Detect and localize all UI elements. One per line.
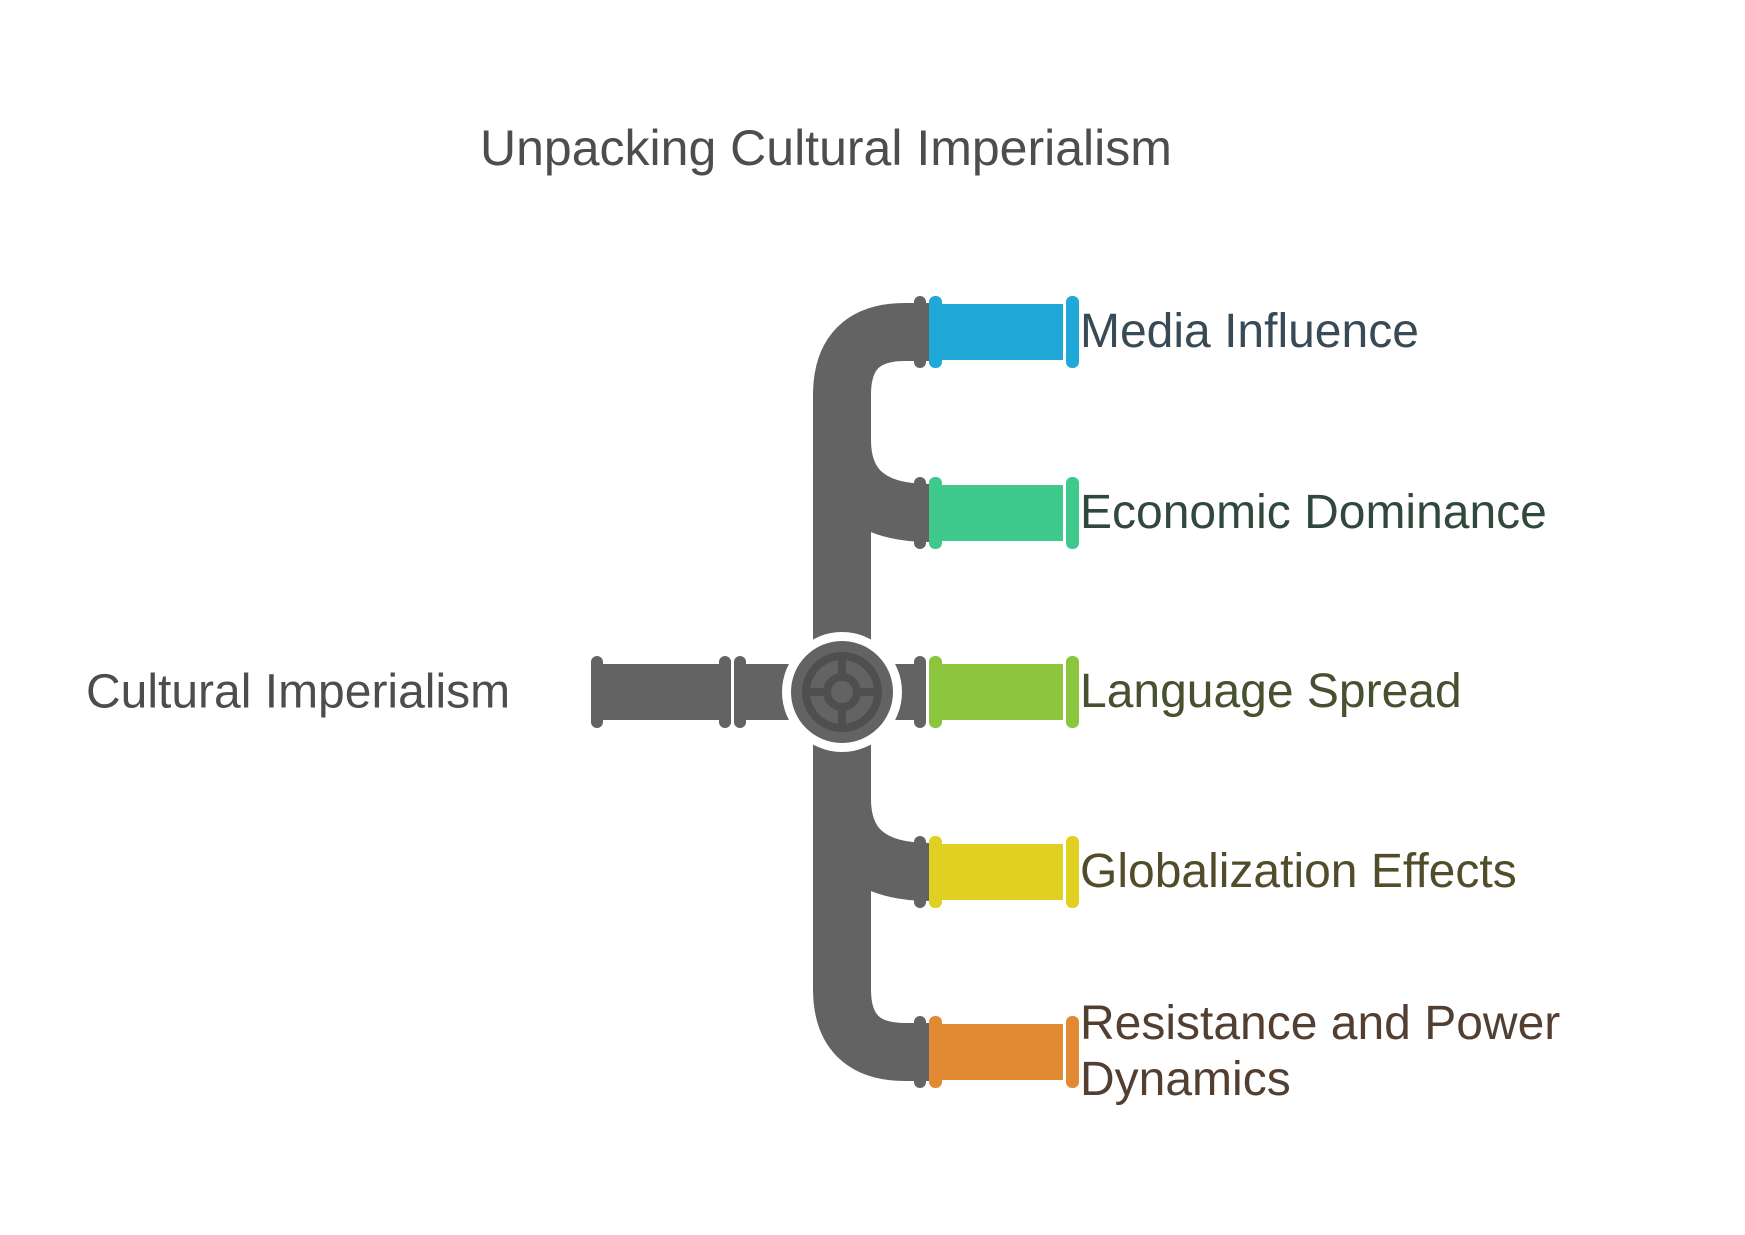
branch-end-flange [1066, 1016, 1079, 1088]
branch-gray-flange [914, 296, 926, 368]
branch-pipe-resistance-power [914, 1016, 1079, 1088]
branch-pipe-media-influence [914, 296, 1079, 368]
valve-hub [823, 673, 861, 711]
root-pipe-flange-a [719, 656, 731, 728]
branch-color-flange [929, 477, 942, 549]
branch-body [941, 664, 1063, 720]
root-pipe-body [601, 664, 722, 720]
valve-icon [782, 632, 902, 752]
branch-color-flange [929, 836, 942, 908]
branch-gray-flange [914, 656, 926, 728]
branch-gray-flange [914, 836, 926, 908]
branch-pipe-language-spread [914, 656, 1079, 728]
branch-gray-flange [914, 477, 926, 549]
branch-color-flange [929, 656, 942, 728]
branch-gray-flange [914, 1016, 926, 1088]
root-pipe-flange-left [591, 656, 603, 728]
branch-body [941, 844, 1063, 900]
trunk-stub-branch-4 [813, 797, 931, 901]
branch-color-flange [929, 1016, 942, 1088]
branch-label-globalization-effects: Globalization Effects [1080, 844, 1517, 898]
branch-label-resistance-power: Resistance and Power Dynamics [1080, 996, 1561, 1106]
branch-body [941, 304, 1063, 360]
branch-end-flange [1066, 477, 1079, 549]
branch-end-flange [1066, 296, 1079, 368]
trunk-stub-branch-2 [813, 438, 931, 542]
branch-end-flange [1066, 836, 1079, 908]
branch-label-media-influence: Media Influence [1080, 304, 1419, 358]
page-title: Unpacking Cultural Imperialism [480, 120, 1172, 176]
branch-pipe-economic-dominance [914, 477, 1079, 549]
branch-label-language-spread: Language Spread [1080, 664, 1462, 718]
branch-label-economic-dominance: Economic Dominance [1080, 485, 1547, 539]
branch-body [941, 485, 1063, 541]
root-node-label: Cultural Imperialism [86, 665, 511, 719]
branch-pipe-globalization-effects [914, 836, 1079, 908]
branch-color-flange [929, 296, 942, 368]
branch-body [941, 1024, 1063, 1080]
branch-end-flange [1066, 656, 1079, 728]
root-pipe-flange-b [734, 656, 746, 728]
